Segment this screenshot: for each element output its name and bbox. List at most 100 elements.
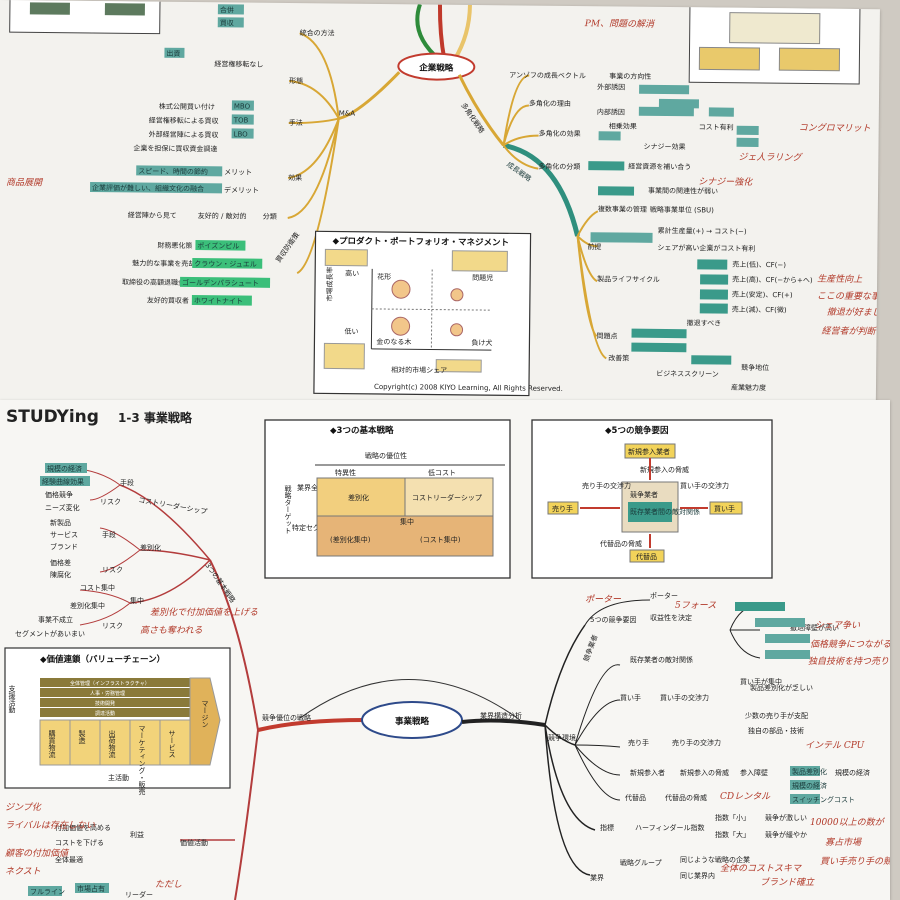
value-chain-row — [40, 688, 190, 697]
branch-line — [437, 4, 447, 61]
highlight — [588, 161, 625, 171]
node: 同じ業界内 — [680, 871, 715, 880]
bottom-right-tags: 製品差別化 規模の経済 スイッチングコスト — [735, 602, 855, 804]
strategy-col1: 特異性 — [335, 468, 356, 477]
center-node-label: 事業戦略 — [395, 716, 430, 727]
handwritten-note: 経営者が判断 — [822, 326, 878, 338]
force-label: 競争業者 — [630, 490, 658, 499]
tag: 規模の経済 — [47, 464, 82, 473]
tag-bg — [180, 276, 271, 288]
tag: 製品差別化 — [792, 767, 827, 776]
handwritten-note: 顧客の付加価値 — [5, 848, 70, 859]
ppm-note — [435, 359, 482, 373]
node: 買収防衛策 — [274, 230, 302, 264]
strategy-cell-label: 差別化 — [348, 493, 369, 502]
branch-line — [576, 235, 607, 360]
node: リスク — [102, 622, 123, 630]
branch-line-competitive — [257, 718, 366, 732]
value-chain-row-label: 人事・労務管理 — [90, 690, 125, 697]
tag-bg — [195, 240, 246, 251]
node: 手法 — [289, 118, 303, 127]
value-chain-row-label: 技術開発 — [95, 700, 115, 707]
branch-line — [287, 118, 340, 220]
node: 売上(高)、CF(−から+へ) — [732, 275, 813, 285]
ppm-bubble — [450, 323, 464, 337]
top-mindmap-sheet: 企業戦略 M&A 統合の方法 経営権移転なし 形態 株式公開買い付け 経営権移転… — [0, 0, 880, 410]
node: 差別化 — [140, 543, 161, 552]
basic-strategy-box: ◆3つの基本戦略 戦略の優位性 特異性 低コスト 戦略ターゲット 業界全体 特定… — [264, 419, 511, 579]
node: 新規参入者 — [630, 768, 665, 777]
value-chain-col: 購買物流 — [48, 729, 56, 759]
five-forces-box: ◆5つの競争要因 新規参入業者 新規参入の脅威 競争業者 既存業者間の敵対関係 … — [531, 419, 773, 579]
node: 外部誘因 — [597, 82, 625, 91]
branch-line — [502, 74, 530, 146]
handwritten-note: 全体のコストスキマ — [720, 863, 802, 874]
highlight — [639, 84, 690, 95]
partial-box-tag — [778, 47, 841, 72]
tag-bg — [765, 650, 810, 659]
tag-bg — [192, 258, 263, 269]
ppm-note — [323, 342, 365, 370]
tag-bg — [790, 766, 820, 776]
branch-line — [79, 602, 131, 626]
node: 経営権移転による買収 — [149, 116, 219, 126]
ppm-footer: Copyright(c) 2008 KIYO Learning, All Rig… — [374, 383, 563, 393]
node: 指数「小」 — [715, 813, 750, 822]
node: アンゾフの成長ベクトル — [509, 70, 586, 80]
right-branch-label: 業界構造分析 — [480, 711, 522, 720]
strategy-col-head: 戦略の優位性 — [365, 451, 407, 460]
branch-line — [452, 4, 472, 61]
node: ハーフィンダール指数 — [635, 823, 704, 832]
handwritten-note: ブランド確立 — [760, 877, 815, 888]
node: 魅力的な事業を売却 — [132, 258, 195, 268]
node: 3つの基本戦略 — [203, 561, 237, 604]
node: 多角化の効果 — [539, 129, 581, 138]
node: コスト有利 — [699, 122, 734, 131]
force-label: 売り手の交渉力 — [582, 481, 631, 490]
tag: ゴールデンパラシュート — [182, 278, 259, 288]
handwritten-note: コングロマリット — [799, 122, 871, 134]
node: 外部経営陣による買収 — [149, 130, 219, 140]
tag: クラウン・ジュエル — [194, 260, 257, 269]
branch-line — [89, 484, 121, 501]
node: 参入障壁 — [740, 768, 768, 777]
strategy-cell-label: (コスト集中) — [420, 535, 461, 544]
ppm-high: 高い — [345, 269, 359, 278]
branch-line — [139, 549, 211, 561]
partial-box-tag — [698, 46, 761, 71]
value-chain-col: 製造 — [78, 729, 86, 745]
node: 価格差 — [50, 558, 71, 567]
tag-bg — [191, 295, 252, 306]
tag: LBO — [234, 130, 249, 138]
five-forces-title: ◆5つの競争要因 — [605, 425, 668, 436]
branch-line — [574, 744, 621, 748]
node: 買い手の交渉力 — [660, 693, 709, 702]
node: 業界 — [590, 873, 604, 882]
strategy-row-label: 戦略ターゲット — [284, 484, 292, 534]
branch-line — [502, 104, 530, 146]
node: 戦略事業単位 (SBU) — [650, 205, 714, 215]
tag: 企業評価が難しい、組織文化の融合 — [92, 183, 204, 193]
node: 問題点 — [596, 332, 617, 340]
partial-box-table — [729, 12, 821, 45]
branch-line — [288, 117, 340, 125]
value-chain-title: ◆価値連鎖（バリューチェーン） — [40, 654, 165, 665]
force-label: 新規参入の脅威 — [640, 465, 689, 474]
branch-line-structure — [461, 718, 546, 727]
partial-box-cell — [29, 2, 70, 15]
tag-bg — [790, 794, 820, 804]
ppm-divider — [430, 269, 433, 350]
tag: TOB — [233, 116, 249, 124]
ppm-axis-y: 市場成長率 — [325, 266, 334, 301]
node: 売り手の交渉力 — [672, 738, 721, 747]
node: 手段 — [102, 530, 116, 539]
node: 製品ライフサイクル — [597, 274, 660, 284]
ppm-bubble — [391, 279, 411, 299]
branch-line — [502, 144, 539, 170]
value-chain-support: 支援活動 — [8, 684, 16, 714]
node: 競争が緩やか — [765, 830, 807, 839]
branch-line — [287, 118, 340, 180]
node: ビジネススクリーン — [656, 369, 719, 379]
node: 撤退すべき — [687, 318, 722, 327]
branch-line — [99, 527, 141, 551]
